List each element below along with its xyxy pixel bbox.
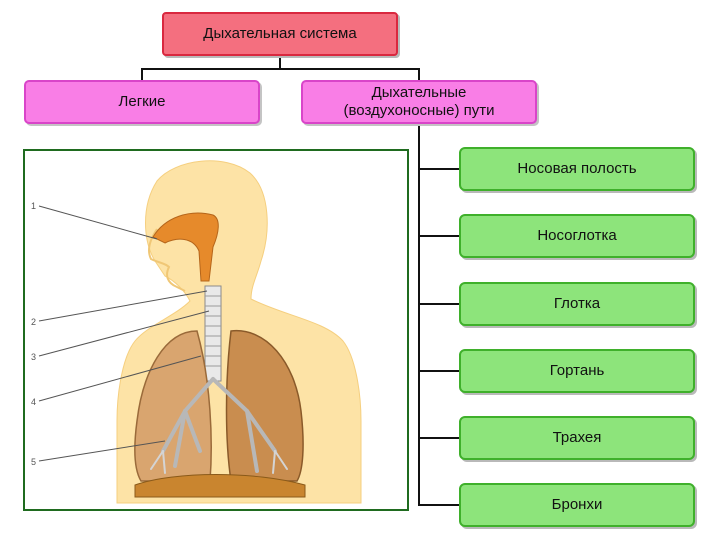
callout-number: 4 — [31, 397, 36, 407]
diaphragm-shape — [134, 474, 306, 498]
connector-horizontal-bar — [141, 68, 420, 70]
airway-box-pharynx: Глотка — [459, 282, 695, 326]
root-box-respiratory-system: Дыхательная система — [162, 12, 398, 56]
lungs-label: Легкие — [118, 93, 166, 110]
airway-label: Носовая полость — [517, 160, 637, 177]
airway-label: Носоглотка — [537, 227, 617, 244]
connector-branch-4 — [418, 370, 460, 372]
anatomy-illustration: 1 2 3 4 5 — [31, 160, 362, 504]
callout-number: 1 — [31, 201, 36, 211]
airway-label: Бронхи — [551, 496, 603, 513]
airway-box-bronchi: Бронхи — [459, 483, 695, 527]
respiratory-anatomy-figure: 1 2 3 4 5 — [23, 149, 409, 511]
connector-branch-5 — [418, 437, 460, 439]
branch-box-lungs: Легкие — [24, 80, 260, 124]
connector-branch-1 — [418, 168, 460, 170]
airway-label: Гортань — [549, 362, 605, 379]
trachea-rings — [205, 295, 221, 367]
airway-box-nasal-cavity: Носовая полость — [459, 147, 695, 191]
airways-label: Дыхательные (воздухоносные) пути — [343, 84, 495, 119]
callout-number: 5 — [31, 457, 36, 467]
connector-airways-down — [418, 68, 420, 80]
nasal-cavity-shape — [152, 212, 219, 282]
connector-airways-trunk — [418, 124, 420, 505]
airway-box-nasopharynx: Носоглотка — [459, 214, 695, 258]
trachea-shape — [204, 285, 222, 382]
face-profile — [148, 228, 186, 292]
connector-lungs-down — [141, 68, 143, 80]
root-label: Дыхательная система — [203, 25, 357, 42]
left-lung-shape — [134, 330, 212, 482]
branch-box-airways: Дыхательные (воздухоносные) пути — [301, 80, 537, 124]
airway-box-trachea: Трахея — [459, 416, 695, 460]
airway-label: Трахея — [552, 429, 602, 446]
airway-box-larynx: Гортань — [459, 349, 695, 393]
bronchial-tree — [161, 377, 277, 473]
connector-branch-6 — [418, 504, 460, 506]
callout-lines — [38, 205, 210, 462]
connector-branch-3 — [418, 303, 460, 305]
callout-number: 2 — [31, 317, 36, 327]
airway-label: Глотка — [553, 295, 601, 312]
connector-branch-2 — [418, 235, 460, 237]
right-lung-shape — [225, 330, 304, 482]
callout-number: 3 — [31, 352, 36, 362]
connector-root-down — [279, 56, 281, 70]
